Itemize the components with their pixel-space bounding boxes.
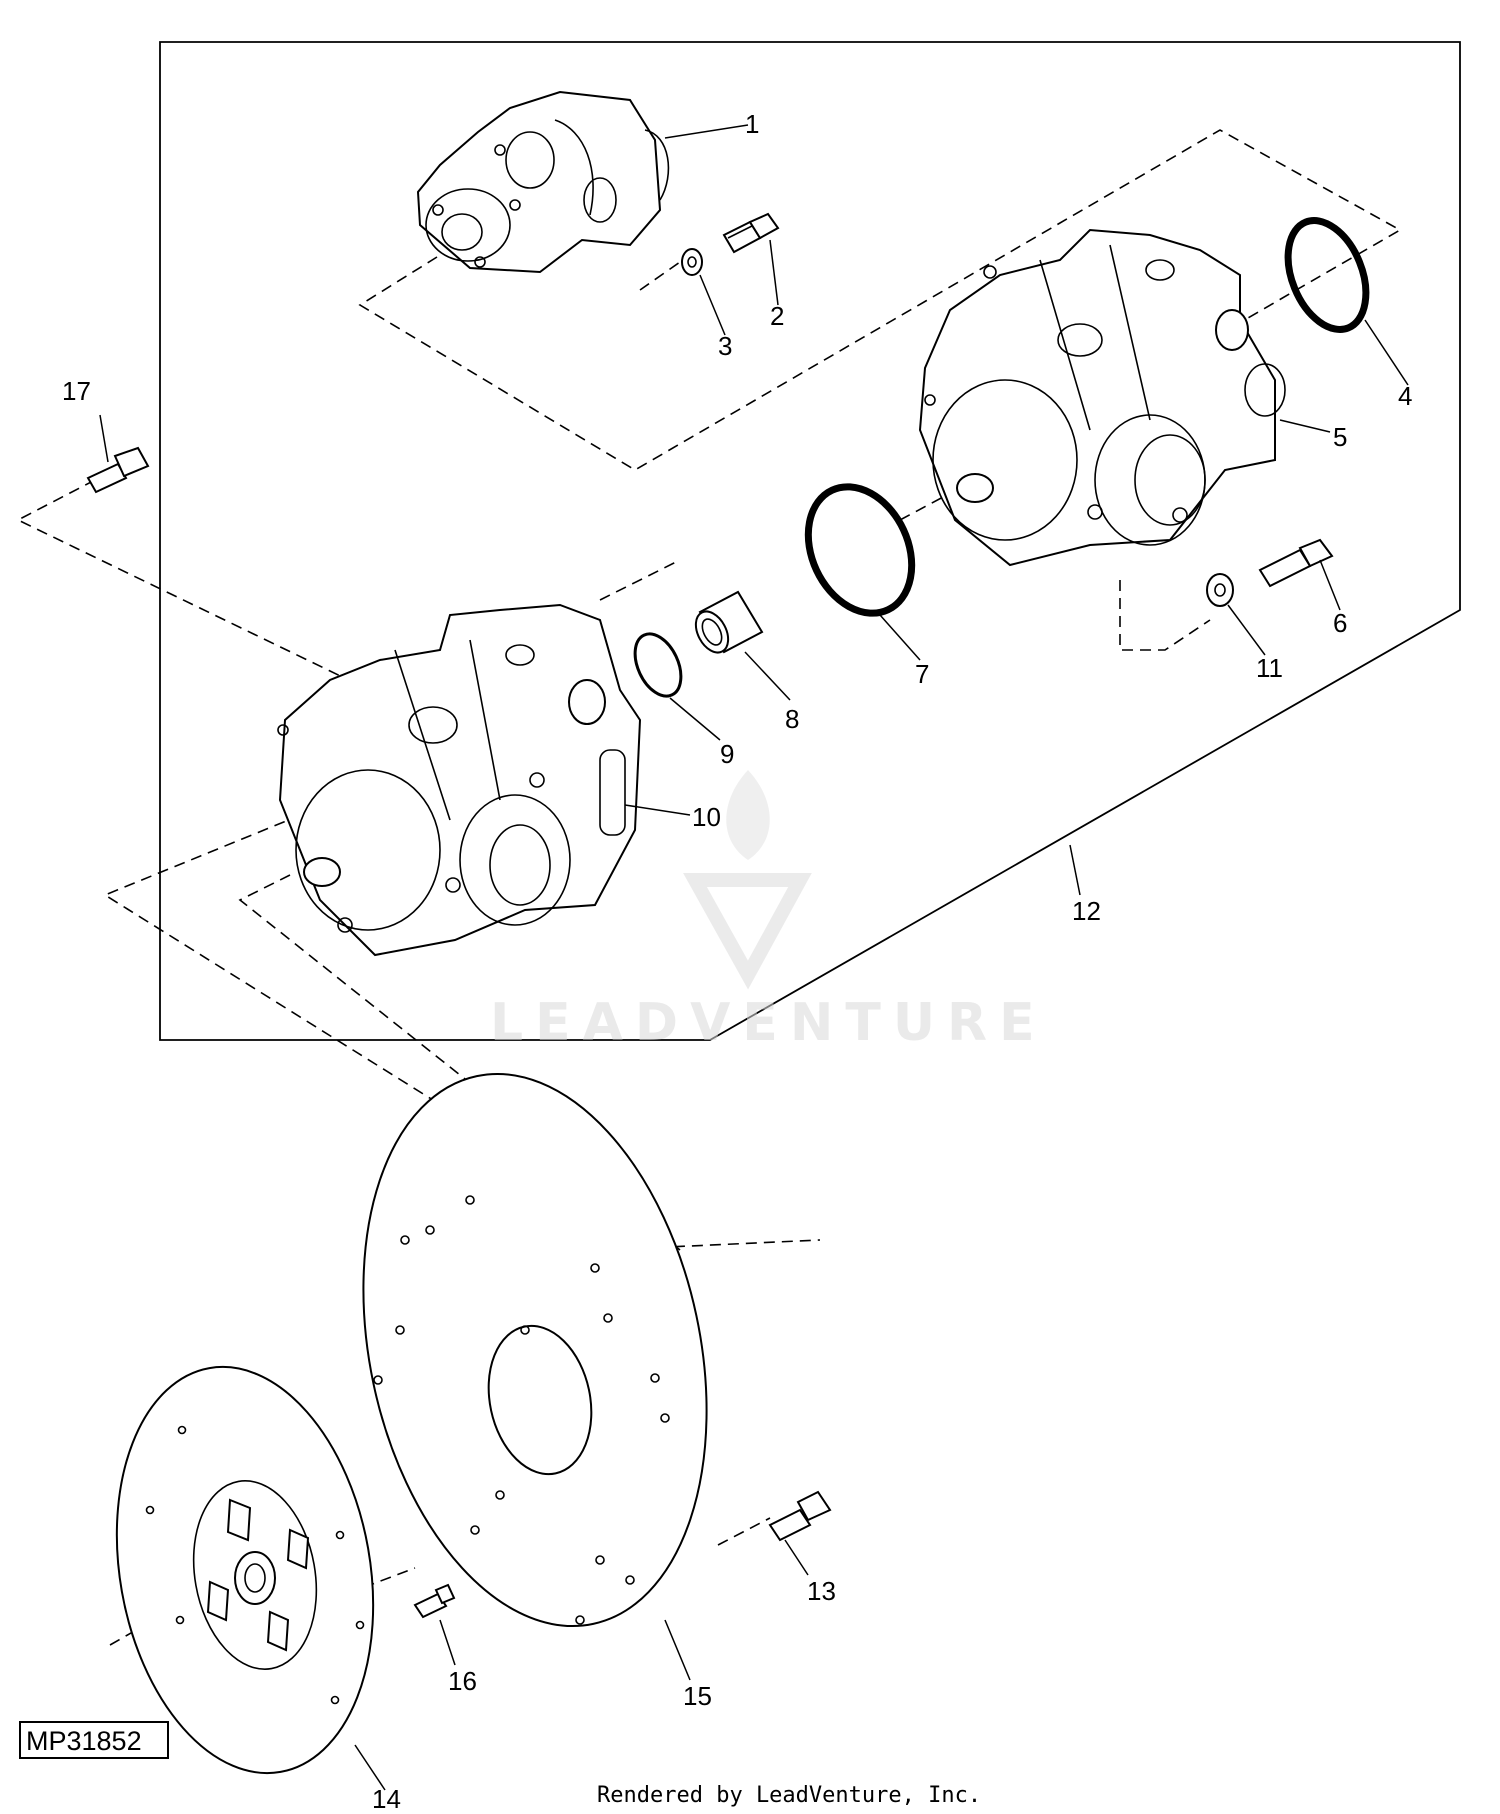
washer-rear-part — [1206, 573, 1234, 607]
callout-6: 6 — [1333, 608, 1347, 638]
callout-1: 1 — [745, 109, 759, 139]
callout-8: 8 — [785, 704, 799, 734]
cap-screw-mounting-part — [86, 446, 150, 494]
washer-upper-part — [681, 248, 703, 276]
callout-10: 10 — [692, 802, 721, 832]
coupler-sleeve-part — [694, 590, 764, 654]
footer-credit: Rendered by LeadVenture, Inc. — [597, 1783, 981, 1808]
gear-pump-part — [416, 90, 670, 274]
callout-labels: 1 2 3 4 5 6 7 8 9 10 11 12 13 14 15 16 1… — [62, 109, 1412, 1814]
callout-13: 13 — [807, 1576, 836, 1606]
watermark-text: LEADVENTURE — [490, 993, 1047, 1053]
callout-12: 12 — [1072, 896, 1101, 926]
cap-screw-damper-part — [413, 1583, 456, 1619]
callout-17: 17 — [62, 376, 91, 406]
cap-screw-rear-part — [1258, 538, 1334, 588]
callout-3: 3 — [718, 331, 732, 361]
callout-16: 16 — [448, 1666, 477, 1696]
drawing-id-box: MP31852 — [19, 1721, 169, 1759]
callout-11: 11 — [1256, 653, 1283, 683]
leadventure-watermark: LEADVENTURE — [490, 770, 1047, 1053]
cap-screw-flywheel-part — [768, 1490, 832, 1542]
snap-ring-part — [633, 632, 683, 698]
drawing-id: MP31852 — [26, 1726, 142, 1756]
callout-4: 4 — [1398, 381, 1412, 411]
front-hydrostatic-pump-part — [277, 603, 642, 957]
callout-7: 7 — [915, 659, 929, 689]
callout-15: 15 — [683, 1681, 712, 1711]
rear-hydrostatic-pump-part — [918, 228, 1286, 567]
flywheel-plate-part — [362, 1072, 708, 1628]
o-ring-middle-part — [804, 483, 916, 617]
cap-screw-upper-part — [722, 212, 780, 254]
drive-damper-part — [115, 1365, 375, 1775]
callout-2: 2 — [770, 301, 784, 331]
o-ring-rear-part — [1284, 217, 1370, 333]
assembly-boundary — [159, 41, 1461, 1041]
callout-14: 14 — [372, 1784, 401, 1814]
leader-lines — [99, 124, 1409, 1791]
callout-5: 5 — [1333, 422, 1347, 452]
callout-9: 9 — [720, 739, 734, 769]
